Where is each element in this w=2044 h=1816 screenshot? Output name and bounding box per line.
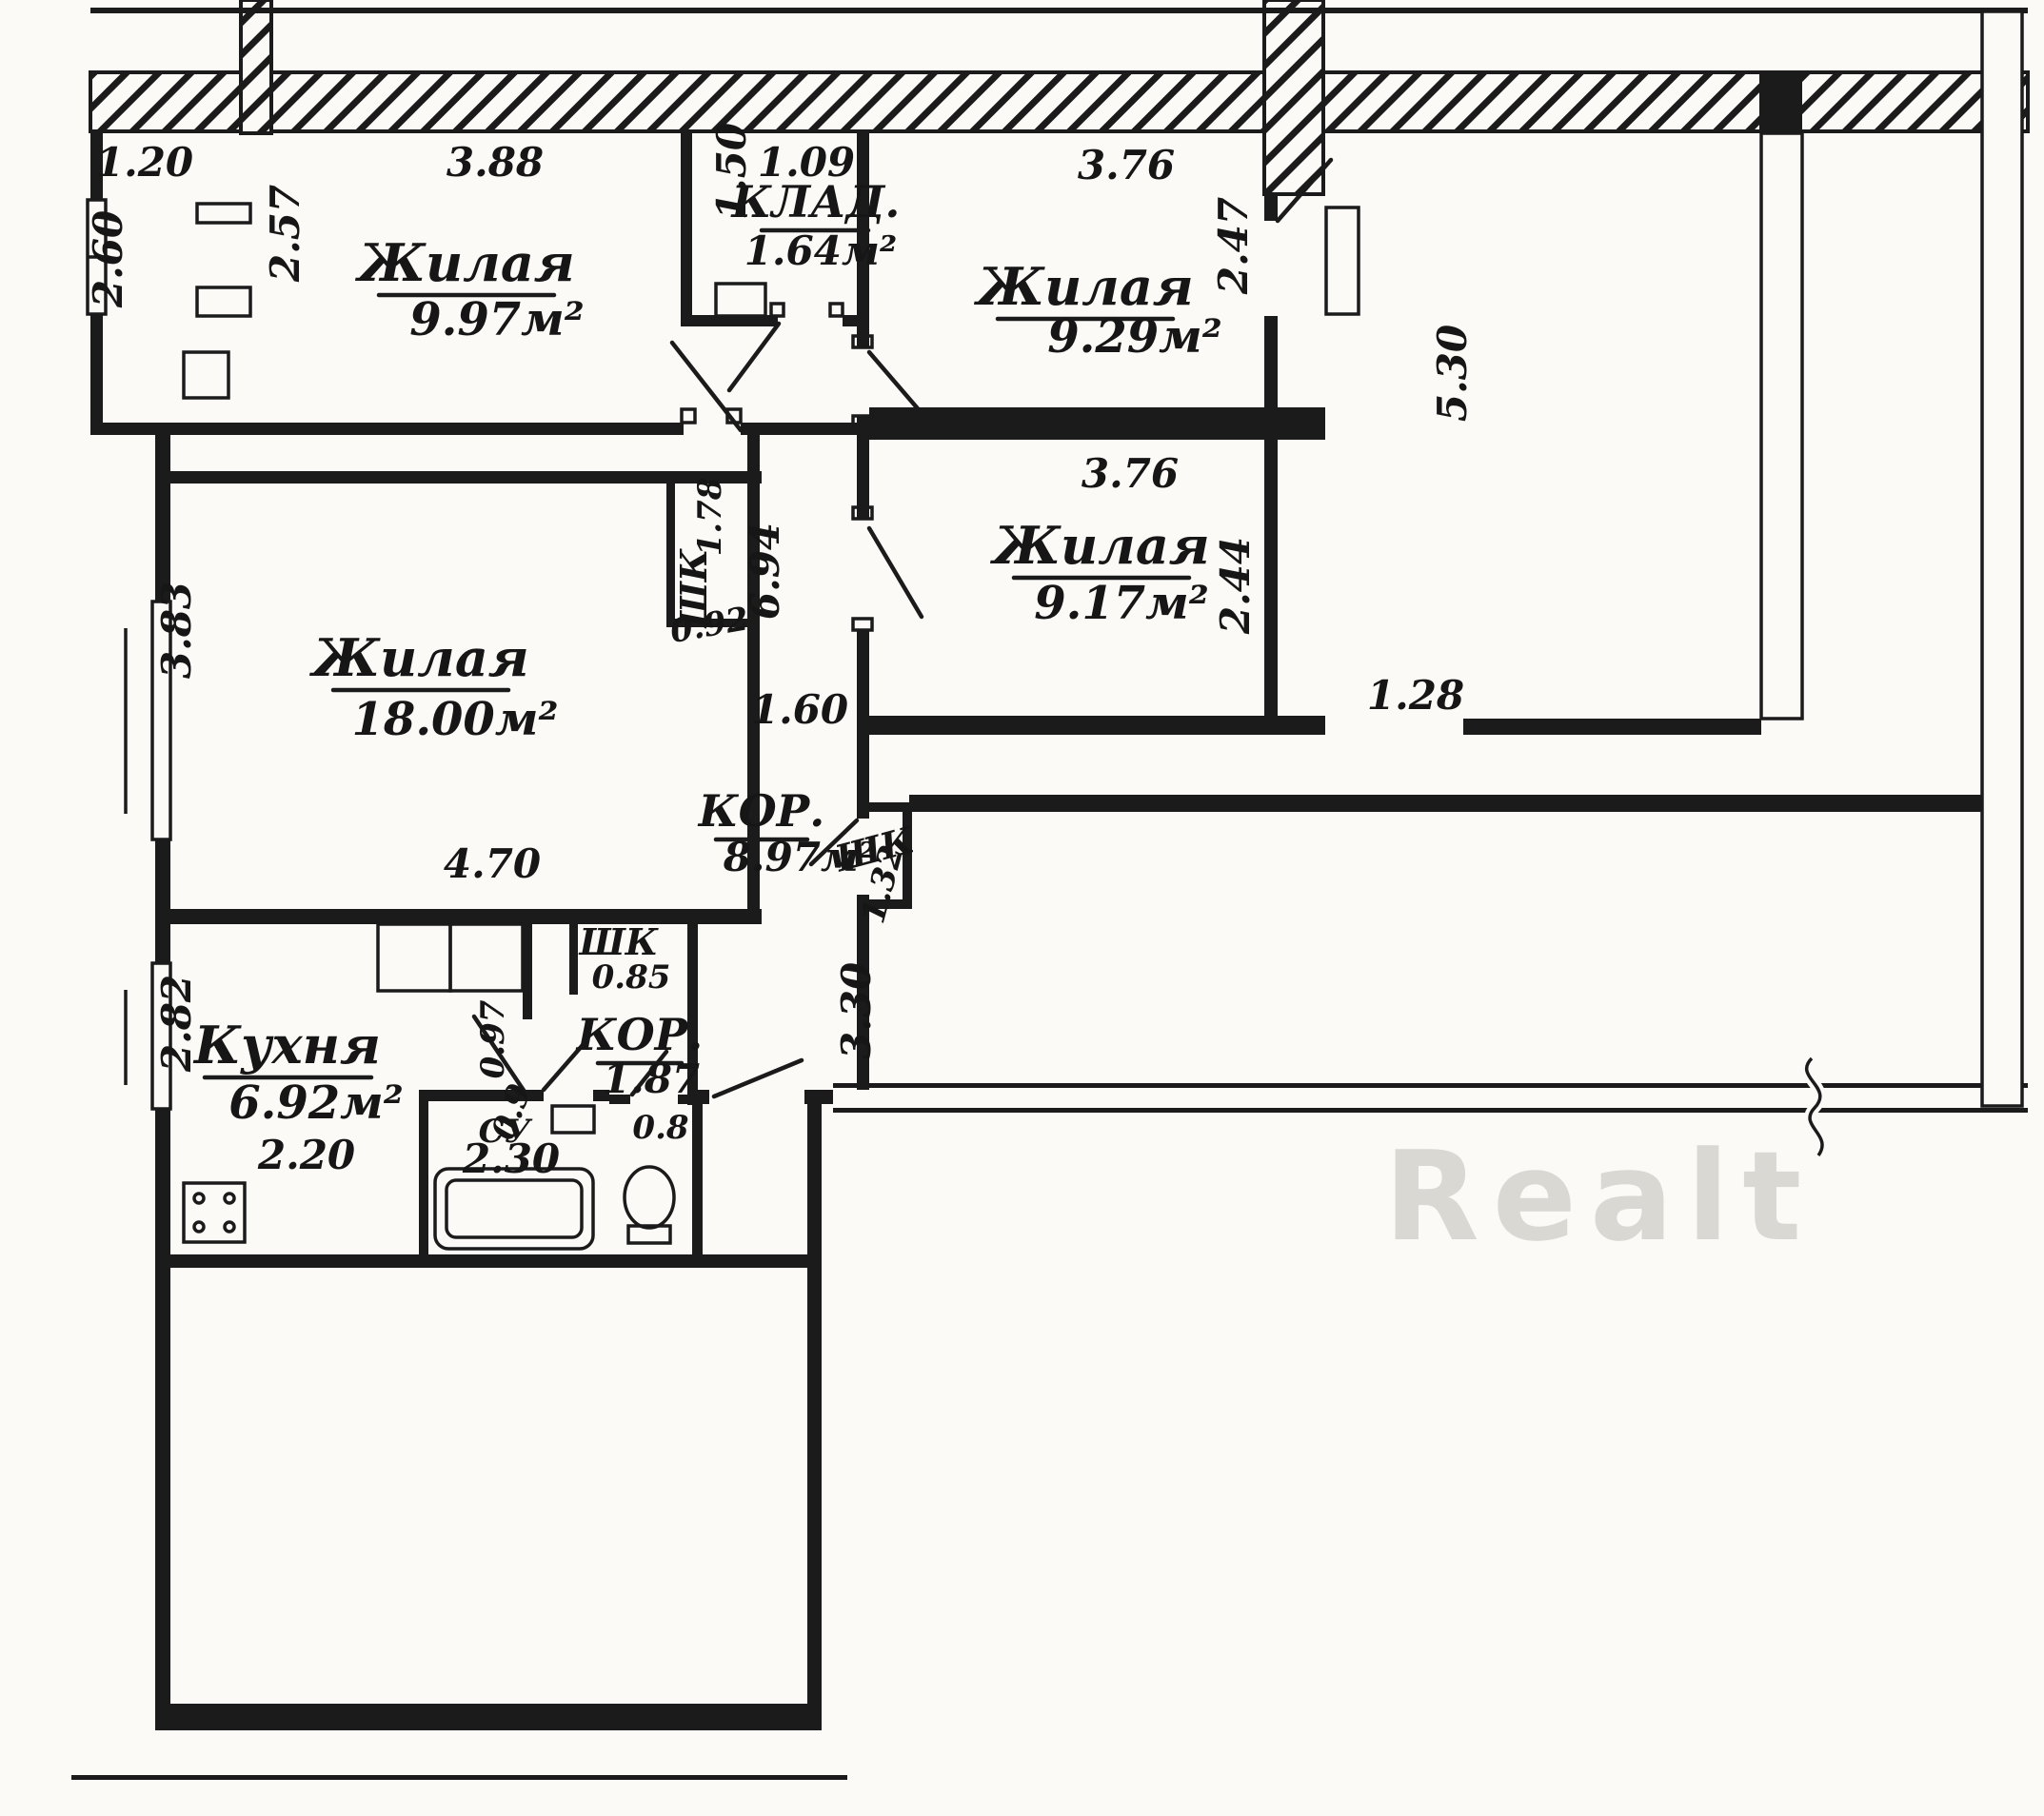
sink — [550, 1104, 596, 1135]
dim-room1-width: 3.88 — [447, 139, 544, 186]
wall-outer-right-edge — [1980, 10, 2024, 1108]
break-symbol — [1804, 1056, 1824, 1157]
dim-closet1-height: 1.78 — [691, 478, 729, 557]
dim-right-opening: 1.28 — [1367, 672, 1464, 719]
window-sill-detail — [195, 202, 252, 225]
kitchen-counter — [376, 922, 525, 993]
window-left-kitchen — [124, 961, 172, 1111]
closet2-area: 0.85 — [592, 958, 671, 997]
room-bath-name: СУ — [479, 1113, 533, 1151]
door-jambs — [680, 302, 874, 632]
room-living4-name: Жилая — [308, 627, 529, 688]
toilet — [623, 1165, 676, 1245]
pantry-shelf — [714, 282, 767, 318]
dim-room4-height: 3.83 — [153, 582, 200, 679]
room-living1-area: 9.97м² — [409, 293, 585, 346]
dim-kitchen-width: 2.20 — [257, 1132, 355, 1178]
dim-room3-width: 3.76 — [1082, 450, 1179, 497]
dim-room1-height: 2.57 — [262, 185, 308, 283]
dim-room4-width: 4.70 — [444, 840, 541, 887]
room-living3-area: 9.17м² — [1034, 577, 1209, 630]
dim-outer-left: 2.60 — [85, 210, 131, 308]
room-living1-name: Жилая — [354, 232, 575, 293]
balcony-door-frame — [1324, 206, 1360, 316]
room-pantry-area: 1.64м² — [744, 227, 898, 274]
room-corridor-area: 8.97м² — [723, 834, 877, 880]
wall-hatched-left-pier — [239, 0, 273, 135]
dim-room3-height: 2.44 — [1212, 537, 1259, 635]
stove — [182, 1181, 247, 1244]
dim-hall-wall: 3.30 — [833, 962, 880, 1059]
dim-pantry-width: 1.09 — [758, 139, 855, 186]
room-living2-area: 9.29м² — [1047, 310, 1222, 364]
dim-hall-width: 1.60 — [751, 686, 848, 733]
wall-double-right — [1759, 131, 1804, 720]
room-kitchen-name: Кухня — [192, 1015, 381, 1076]
room-living4-area: 18.00м² — [352, 693, 559, 746]
label-underlines — [202, 227, 1192, 1080]
room-corridor-name: КОР. — [697, 785, 825, 837]
room-living3-name: Жилая — [989, 515, 1210, 576]
dim-room2-width: 3.76 — [1078, 142, 1175, 188]
dim-kitchen-height: 2.82 — [153, 975, 200, 1073]
dim-room2-height: 2.47 — [1210, 197, 1257, 295]
watermark: Realt — [1384, 1124, 1816, 1269]
closet2-name: ШК — [578, 920, 660, 963]
room-pantry-name: КЛАД. — [730, 176, 901, 227]
room-living2-name: Жилая — [973, 256, 1194, 317]
closet1-name: ШК — [672, 547, 715, 629]
wall-hatched-top — [89, 70, 2030, 133]
dim-wc-width: 0.8 — [632, 1109, 688, 1147]
bathtub — [433, 1167, 595, 1251]
window-upper-left — [86, 198, 108, 316]
window-left-living — [124, 600, 172, 841]
dim-hall-length: 6.94 — [742, 523, 788, 620]
room-corridor2-area: 1.87 — [603, 1056, 700, 1102]
radiator — [182, 350, 230, 400]
dim-kitchen-door: 0.97 — [474, 999, 512, 1078]
door-leaves — [471, 157, 1334, 1099]
room-corridor2-name: КОР. — [575, 1009, 704, 1060]
wall-hatched-right-pier — [1262, 0, 1325, 196]
dim-outer-top-left: 1.20 — [96, 139, 193, 186]
window-sill-detail — [195, 286, 252, 318]
dim-right-side-height: 5.30 — [1429, 325, 1476, 422]
room-kitchen-area: 6.92м² — [228, 1076, 404, 1130]
dim-pantry-height: 1.50 — [708, 123, 755, 220]
room-bath-area: 2.30 — [462, 1135, 560, 1182]
